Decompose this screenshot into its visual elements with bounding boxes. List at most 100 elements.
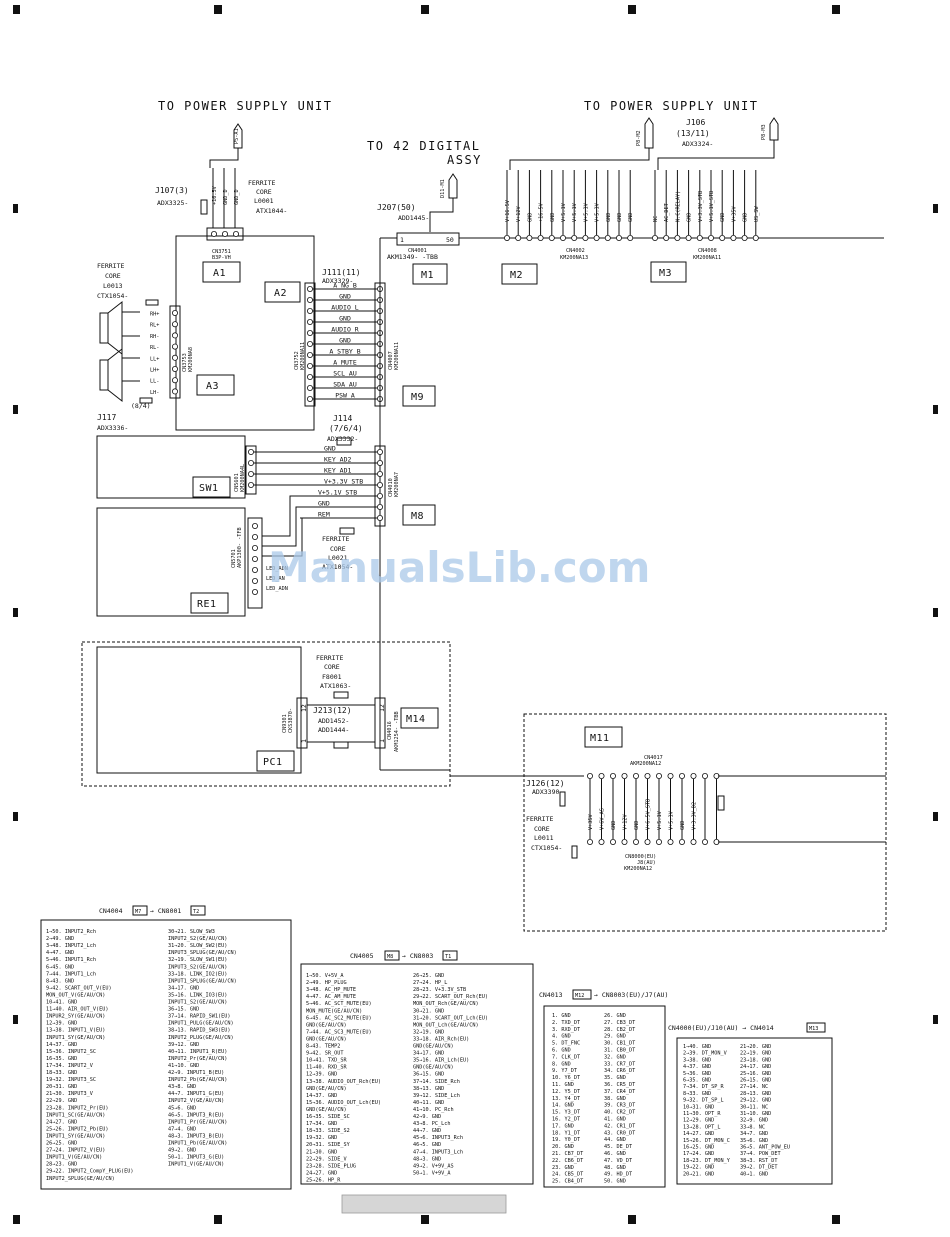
cn4008-pin [719, 234, 726, 241]
table-row: 39. CR3_DT [604, 1103, 635, 1109]
cn4008-pin-label: V+5.1V_STB [709, 191, 715, 222]
heading-power-left: TO POWER SUPPLY UNIT [158, 99, 333, 113]
table-row: 49→2. V+9V_AS [413, 1163, 454, 1169]
cn4002-pin [515, 234, 522, 241]
table-row: 37→14. SIDE_Rch [413, 1079, 460, 1085]
cn4008-pin [708, 234, 715, 241]
table-row: 17. GND [552, 1123, 574, 1129]
table-row: 2. TXD_DT [552, 1020, 580, 1026]
table-cn4013 [543, 1005, 666, 1188]
cn4017-pin [587, 773, 594, 780]
table-row: 31→20. SLOW_SW2(EU) [168, 943, 227, 949]
j207-pin-last: 50 [446, 236, 454, 244]
j111-pin-label: SDA_AU [333, 381, 357, 389]
table-row: INPUT3_SPLUG(GE/AU/CN) [168, 950, 237, 956]
table-row: 14→37. GND [306, 1093, 337, 1099]
cn4002-pin-label: V+16.5V [505, 200, 511, 222]
cn4001-connector [396, 232, 460, 246]
plug-d11-label: D11-M1 [440, 179, 446, 198]
table-row: 15→36. INPUT2_SC [46, 1049, 96, 1055]
j111-pin-label: GND [339, 337, 351, 345]
table-row: 28→23. GND [46, 1162, 77, 1168]
speaker-pin-label: LH- [150, 390, 159, 396]
module-m11-label: M11 [590, 733, 610, 744]
table-row: 39→12. GND [168, 1042, 199, 1048]
watermark: ManualsLib.com [268, 543, 650, 592]
table-row: 8→43. TEMP2 [306, 1044, 340, 1050]
cn9301-part: CKS3870- [288, 708, 294, 733]
table-row: 37→14. RAPID_SW1(EU) [168, 1014, 230, 1020]
cn3751-part: B3P-VH [212, 255, 231, 261]
table-row: 37→4. POW_DET [740, 1151, 781, 1157]
table-row: 48→3. GND [413, 1156, 441, 1162]
table-row: 18. Y1_DT [552, 1130, 580, 1136]
cn8000-pin [587, 839, 594, 846]
j111-pin-left [306, 384, 313, 391]
cn9301-pin-12: 12 [300, 704, 308, 712]
m8-pin-label: REM [318, 511, 330, 519]
table-row: 6→35. GND [683, 1078, 711, 1084]
module-re1-box [96, 507, 246, 617]
table-row: 22. CB6_DT [552, 1158, 583, 1164]
table-row: INPUT1_PULG(GE/AU/CN) [168, 1021, 234, 1027]
speaker-pin [171, 354, 178, 361]
t3-title-mid: → CN8003(EU)/J7(AU) [594, 991, 668, 999]
table-row: 7. CLK_DT [552, 1054, 580, 1060]
table-row: 44→7. INPUT1_G(EU) [168, 1091, 224, 1097]
cn4002-pin-label: V+5.1V [595, 203, 601, 222]
table-row: 42→9. INPUT1_B(EU) [168, 1070, 224, 1076]
j111-pin-label: SCL_AU [333, 370, 357, 378]
speaker-pin-label: RH+ [150, 312, 159, 318]
table-row: 25→26. HP_R [306, 1177, 341, 1183]
table-row: 17→24. GND [683, 1151, 714, 1157]
module-m9-label: M9 [411, 392, 424, 403]
table-row: 12→29. GND [683, 1118, 714, 1124]
table-row: 29→22. INPUT2_CompY_PLUG(EU) [46, 1169, 133, 1175]
module-re1-tag [190, 592, 229, 614]
table-row: INPUT2_PLUG(GE/AU/CN) [168, 1035, 234, 1041]
t1-tag2: T2 [193, 909, 199, 915]
table-row: 27. CB3_DT [604, 1020, 635, 1026]
table-row: 30→21. SLOW_SW3 [168, 929, 215, 935]
table-row: 16→25. GND [683, 1145, 714, 1151]
j111-wires: A_NG_BGNDAUDIO_LGNDAUDIO_RGNDA_STBY_BA_M… [306, 282, 383, 402]
plug-p8a: P8-M2 [509, 117, 654, 170]
table-row: 5. DT_FNC [552, 1041, 580, 1047]
table-row: 11→40. AIR_OUT_V(EU) [46, 1007, 108, 1013]
cn4008-pin [685, 234, 692, 241]
table-row: 24→27. GND [306, 1170, 337, 1176]
table-row: 50→1. INPUT3_G(EU) [168, 1155, 224, 1161]
table-row: 33. CR7_DT [604, 1061, 635, 1067]
table-row: 21→30. INPUT3_V [46, 1091, 93, 1097]
j111-pin-label: A_STBY_B [329, 348, 360, 356]
table-row: 10→41. GND [46, 1000, 77, 1006]
table-row: INPUT2_SPLUG(GE/AU/CN) [46, 1176, 115, 1182]
j213-ferrite-mark [333, 741, 349, 749]
j213-part-2: ADD1444- [318, 726, 349, 734]
table-row: 38. GND [604, 1096, 626, 1102]
table-row: MON_MUTE(GE/AU/CN) [306, 1008, 362, 1014]
table-row: GND(GE/AU/CN) [306, 1086, 347, 1092]
ferrite1-line1: FERRITE [248, 179, 275, 187]
table-row: 25. CB4_DT [552, 1179, 583, 1185]
cn4008-pin [730, 234, 737, 241]
table-row: 5→46. INPUT1_Rch [46, 957, 96, 963]
j126-ferrite-mark [559, 791, 566, 807]
cn4001-label: CN4001 [408, 248, 427, 254]
j111-pin-label: AUDIO_R [331, 326, 358, 334]
table-row: 11→40. RXD_SR [306, 1065, 347, 1071]
table-row: 5→46. AC_SCT_MUTE(EU) [306, 1001, 372, 1007]
module-m3-tag [650, 261, 687, 283]
ferrite5-mark [571, 845, 578, 859]
cn4017-pin [679, 773, 686, 780]
table-row: 31. CB0_DT [604, 1048, 635, 1054]
t1-title-pre: CN4004 [99, 907, 123, 915]
cn4010-label: CN4010 [388, 478, 394, 497]
t4-tag1: M13 [809, 1026, 818, 1032]
t4-title-pre: CN4000(EU)/J10(AU) → CN4014 [668, 1024, 774, 1032]
cn4002-pin [537, 234, 544, 241]
cn4002-label: CN4002 [566, 248, 585, 254]
table-row: GND(GE/AU/CN) [413, 1044, 454, 1050]
